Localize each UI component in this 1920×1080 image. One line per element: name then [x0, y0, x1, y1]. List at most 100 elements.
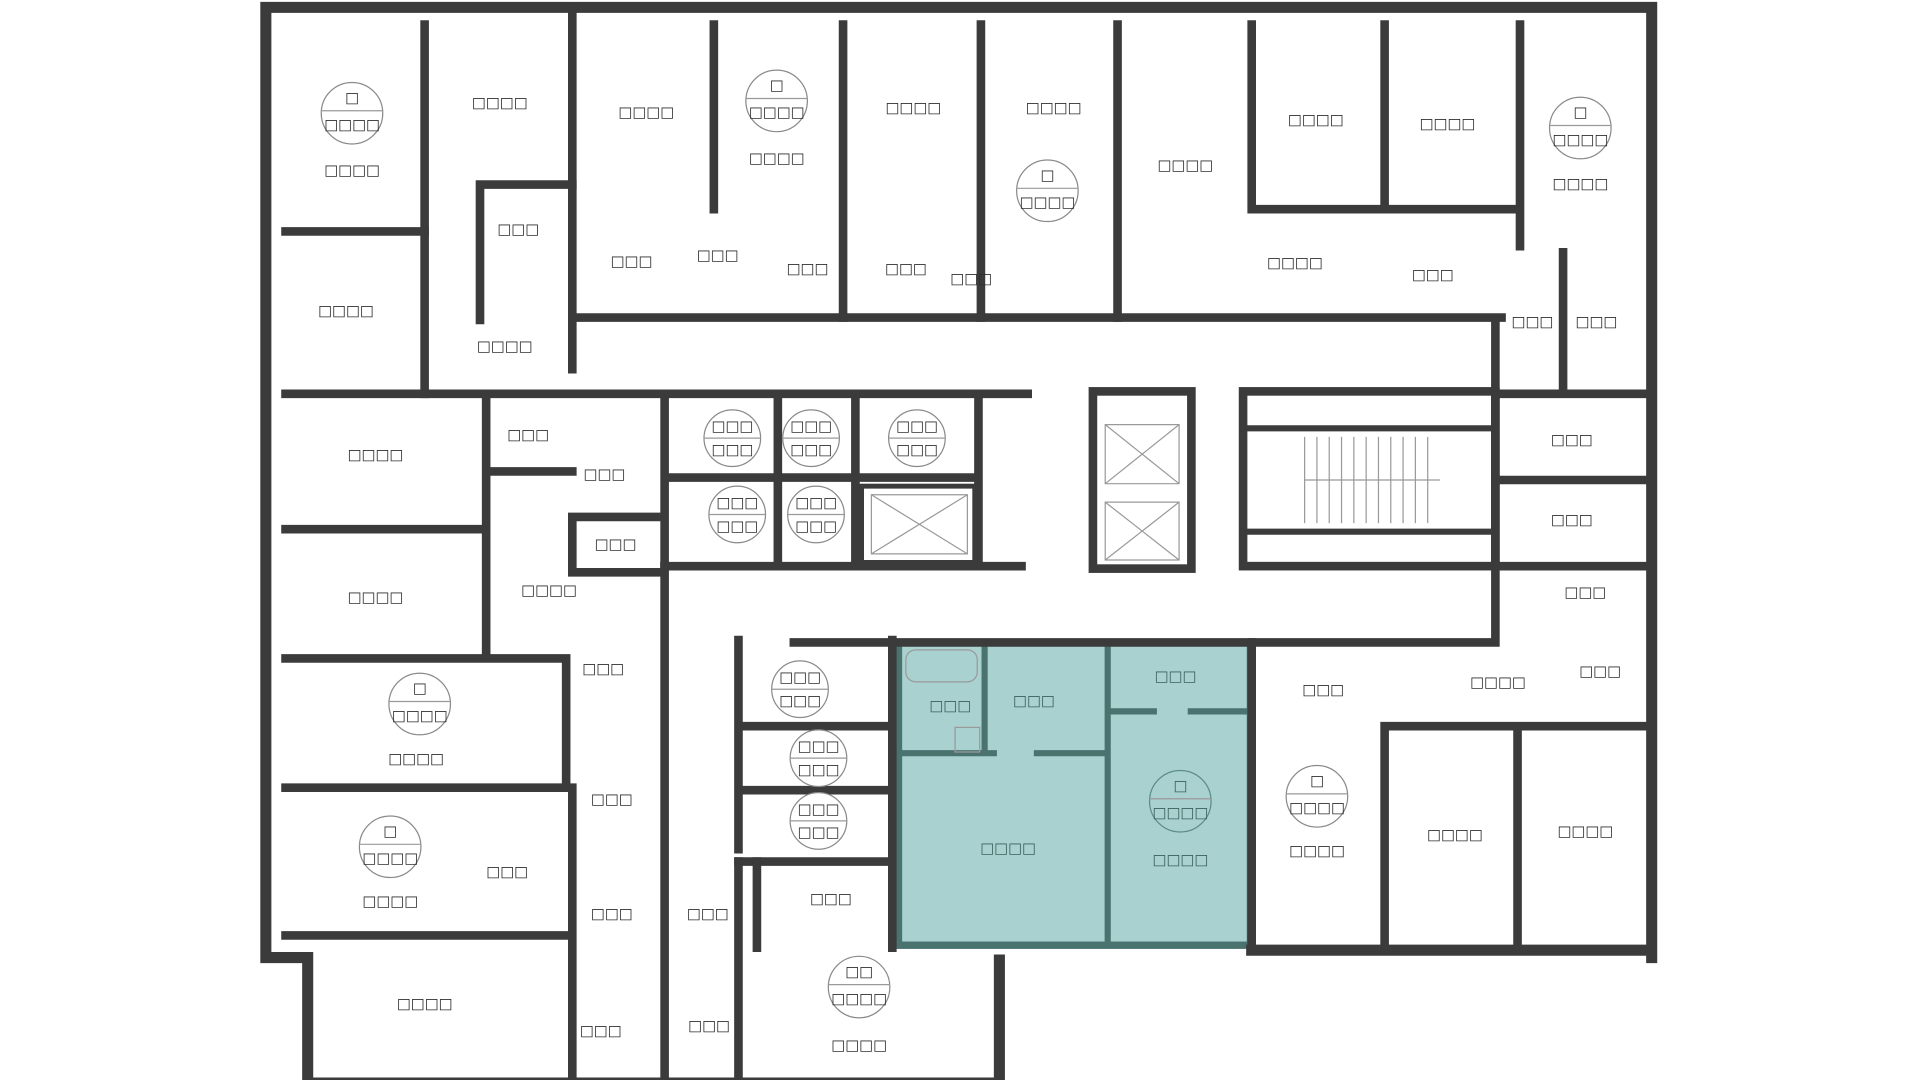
- room-label: □□□: [591, 791, 633, 808]
- room-badge: □□□□□: [388, 672, 452, 736]
- room-label: □□□□: [472, 94, 528, 111]
- room-label: □□□□: [885, 99, 941, 116]
- storage-top: □□□: [795, 494, 837, 511]
- storage-badge: □□□ □□□: [703, 409, 762, 468]
- room-label: □□□: [1302, 681, 1344, 698]
- room-label: □□□□: [1157, 157, 1213, 174]
- room-badges: □□□□□□□□□□□□□□□□□□□□□□□□□□□□□□□□□□□□□□□□…: [320, 69, 1612, 1019]
- room-area: □□□□: [392, 707, 448, 724]
- elevators: [870, 424, 1180, 561]
- storage-top: □□□: [798, 801, 840, 818]
- room-label: □□□□: [1420, 115, 1476, 132]
- room-label: □□□: [1013, 693, 1055, 710]
- room-badge: □□□□□: [1148, 769, 1212, 833]
- storage-badge: □□□ □□□: [789, 792, 848, 850]
- room-label: □□□: [1575, 313, 1617, 330]
- room-label: □□□□: [980, 840, 1036, 857]
- storage-bottom: □□□: [779, 693, 821, 710]
- room-area: □□□□: [1552, 131, 1608, 148]
- room-label: □□□: [885, 261, 927, 278]
- storage-badge: □□□ □□□: [771, 660, 829, 719]
- room-label: □□□□: [1267, 254, 1323, 271]
- storage-top: □□□: [711, 418, 753, 435]
- room-label: □□□□: [477, 338, 533, 355]
- room-badge: □□□□□: [358, 815, 422, 879]
- room-area: □□□□: [1289, 800, 1345, 817]
- room-label: □□□: [486, 864, 528, 881]
- room-label: □□□: [610, 253, 652, 270]
- storage-bottom: □□□: [795, 518, 837, 535]
- room-number: □□: [845, 963, 873, 980]
- room-area: □□□□: [1152, 805, 1208, 822]
- room-area: □□□□: [749, 104, 805, 121]
- room-label: □□□: [507, 427, 549, 444]
- storage-top: □□□: [779, 669, 821, 686]
- room-label: □□□□: [388, 750, 444, 767]
- room-label: □□□□: [521, 582, 577, 599]
- room-label: □□□: [1564, 584, 1606, 601]
- storage-bottom: □□□: [798, 824, 840, 841]
- room-label: □□□□: [618, 104, 674, 121]
- room-number: □: [1173, 777, 1187, 794]
- storage-bottom: □□□: [896, 441, 938, 458]
- highlighted-apartment[interactable]: [894, 638, 1255, 949]
- room-number: □: [413, 680, 427, 697]
- room-label: □□□: [950, 270, 992, 287]
- room-label: □□□: [929, 697, 971, 714]
- walls: [260, 1, 1658, 1080]
- room-number: □: [1310, 773, 1324, 790]
- room-labels: □□□□□□□□□□□□□□□□□□□□□□□□□□□□□□□□□□□□□□□□…: [318, 94, 1621, 1054]
- storage-bottom: □□□: [711, 441, 753, 458]
- room-label: □□□□: [348, 589, 404, 606]
- storage-top: □□□: [716, 494, 758, 511]
- room-label: □□□□: [1427, 827, 1483, 844]
- room-label: □□□□: [348, 446, 404, 463]
- room-badge: □□□□□: [320, 81, 384, 145]
- room-area: □□□□: [831, 990, 887, 1007]
- room-label: □□□: [582, 661, 624, 678]
- room-label: □□□: [497, 221, 539, 238]
- stairs: [1304, 436, 1440, 524]
- room-label: □□□: [594, 536, 636, 553]
- storage-badges: □□□ □□□ □□□ □□□ □□□ □□□ □□□ □□□ □□□ □□□ □□□ □□□ □□□ □…: [703, 409, 946, 850]
- room-label: □□□□: [749, 150, 805, 167]
- room-label: □□□: [1511, 313, 1553, 330]
- room-badge: □□□□□: [1016, 159, 1079, 223]
- room-label: □□□: [591, 905, 633, 922]
- room-badge: □□□□□□: [827, 955, 891, 1019]
- room-label: □□□: [688, 1017, 730, 1034]
- room-number: □: [345, 89, 359, 106]
- room-label: □□□: [1551, 432, 1593, 449]
- room-label: □□□: [1551, 512, 1593, 529]
- room-number: □: [1573, 104, 1587, 121]
- storage-badge: □□□ □□□: [787, 485, 845, 544]
- room-label: □□□: [1412, 267, 1454, 284]
- room-badge: □□□□□: [745, 69, 808, 133]
- room-label: □□□□: [362, 893, 418, 910]
- storage-bottom: □□□: [798, 761, 840, 778]
- room-label: □□□□: [397, 995, 453, 1012]
- room-label: □□□□: [1152, 851, 1208, 868]
- storage-badge: □□□ □□□: [789, 729, 848, 788]
- storage-top: □□□: [896, 418, 938, 435]
- room-label: □□□: [687, 905, 729, 922]
- room-label: □□□□: [1552, 176, 1608, 193]
- room-number: □: [383, 823, 397, 840]
- room-label: □□□□: [318, 302, 374, 319]
- room-label: □□□□: [831, 1037, 887, 1054]
- room-label: □□□□: [324, 162, 380, 179]
- room-label: □□□: [583, 466, 625, 483]
- room-label: □□□: [1154, 668, 1196, 685]
- storage-bottom: □□□: [716, 518, 758, 535]
- room-label: □□□□: [1557, 823, 1613, 840]
- room-label: □□□: [786, 261, 828, 278]
- room-label: □□□□: [1470, 674, 1526, 691]
- room-label: □□□: [1579, 663, 1621, 680]
- room-badge: □□□□□: [1548, 96, 1612, 160]
- storage-badge: □□□□□□: [782, 409, 840, 468]
- storage-top: □□□: [798, 738, 840, 755]
- room-area: □□□□: [324, 117, 380, 134]
- room-label: □□□: [580, 1022, 622, 1039]
- room-area: □□□□: [1020, 194, 1076, 211]
